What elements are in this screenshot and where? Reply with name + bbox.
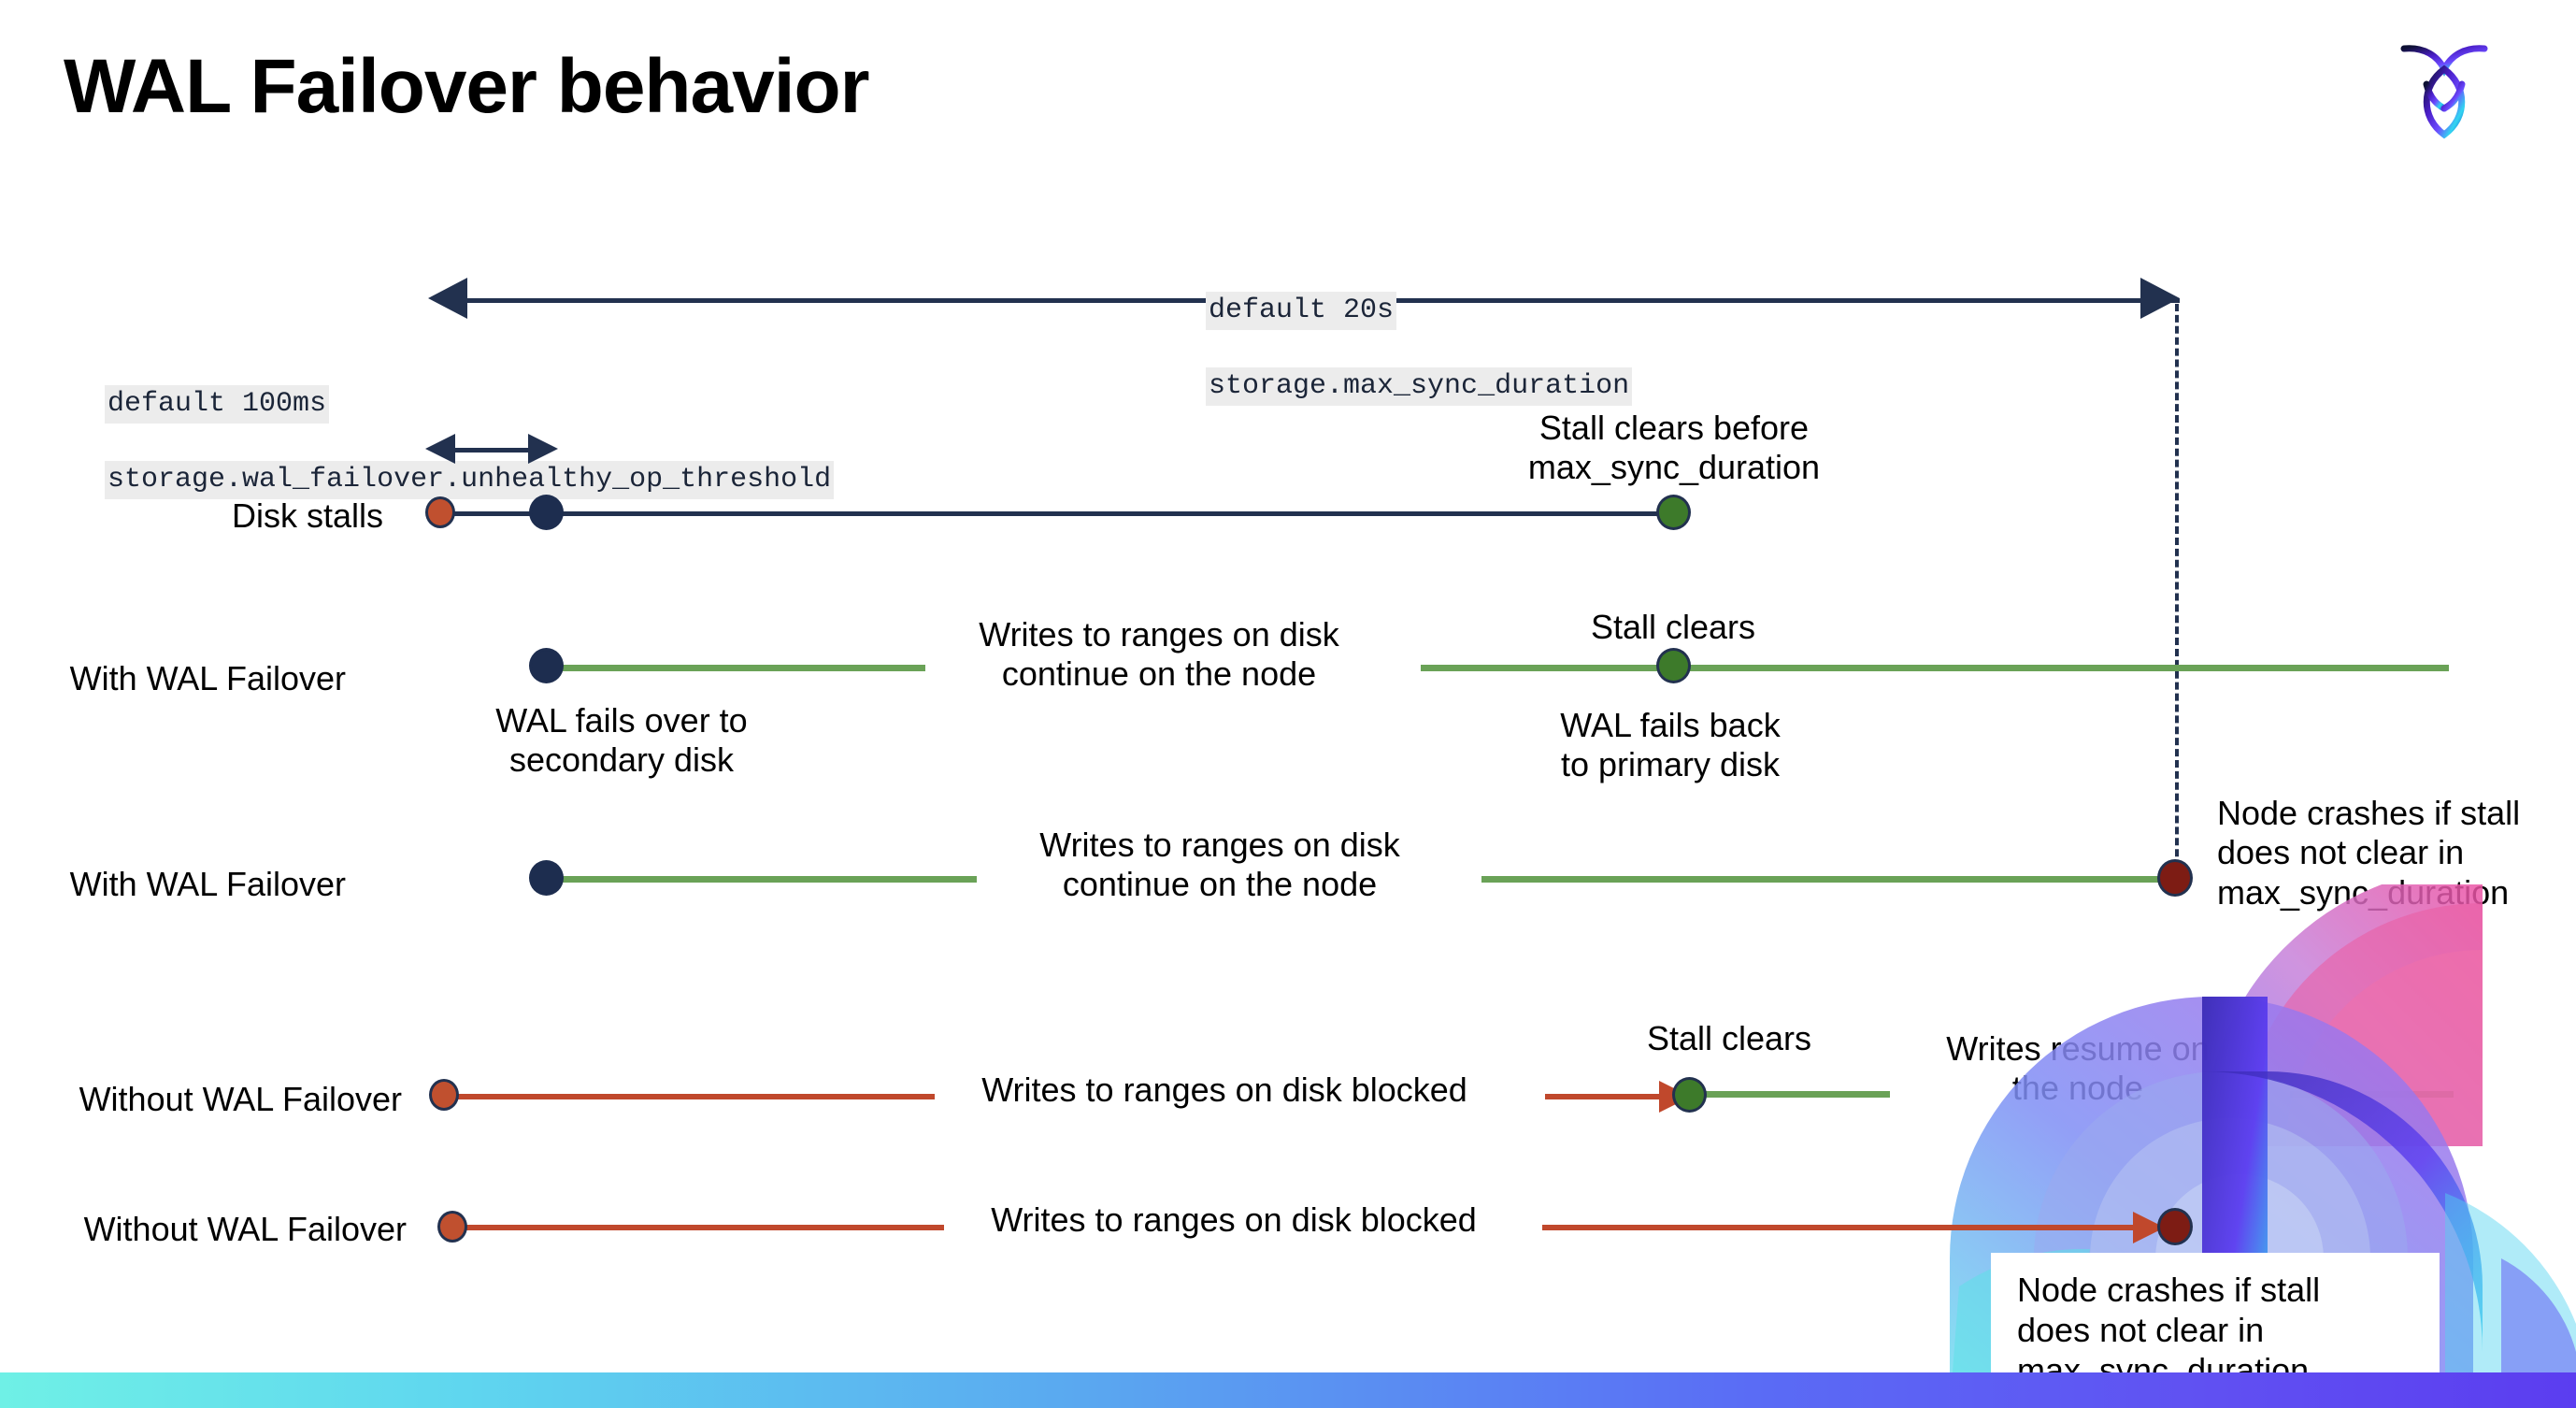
disk-stall-start-dot [425,496,455,528]
max-sync-duration-annotation: default 20s storage.max_sync_duration [1138,254,1633,443]
row-label-with-wal-failover-2: With WAL Failover [69,865,346,903]
with-failover-1-failover-dot [529,648,564,683]
disk-stall-failover-dot [529,495,564,530]
threshold-right-arrowhead [528,434,558,464]
unhealthy-op-threshold-annotation: default 100ms storage.wal_failover.unhea… [37,348,835,537]
note-wal-fails-back: WAL fails back to primary disk [1560,706,1781,784]
page-title: WAL Failover behavior [64,44,870,129]
disk-stall-clear-dot [1656,495,1691,530]
with-failover-2-segment-b [1481,876,2173,883]
note-stall-clears-before-max-sync: Stall clears before max_sync_duration [1527,409,1821,487]
bottom-gradient-bar [0,1372,2576,1408]
threshold-left-arrowhead [425,434,455,464]
note-writes-blocked-2: Writes to ranges on disk blocked [991,1200,1477,1239]
with-failover-2-failover-dot [529,860,564,896]
note-stall-clears-1: Stall clears [1590,608,1756,646]
note-stall-clears-2: Stall clears [1646,1019,1812,1057]
without-failover-2-blocked-line-a [458,1225,944,1230]
row-label-with-wal-failover-1: With WAL Failover [69,659,346,697]
unhealthy-default-label: default 100ms [105,384,330,424]
without-failover-1-resume-line [1703,1091,1890,1098]
row-label-without-wal-failover-2: Without WAL Failover [83,1210,407,1248]
without-failover-2-blocked-line-b [1542,1225,2140,1230]
max-sync-dropline [2175,304,2179,879]
unhealthy-setting-label: storage.wal_failover.unhealthy_op_thresh… [105,460,835,500]
cockroachdb-logo-icon [2393,28,2496,140]
with-failover-2-segment-a [547,876,977,883]
disk-stalls-line [439,511,1682,516]
note-writes-blocked-1: Writes to ranges on disk blocked [981,1070,1467,1109]
row-label-disk-stalls: Disk stalls [231,496,383,535]
with-failover-1-segment-a [547,665,925,671]
max-sync-left-arrowhead [428,278,467,319]
without-failover-2-start-dot [437,1211,467,1243]
with-failover-2-crash-dot [2157,859,2193,897]
without-failover-1-blocked-line-b [1545,1094,1667,1099]
without-failover-1-start-dot [429,1079,459,1111]
with-failover-1-clear-dot [1656,648,1691,683]
note-wal-fails-over: WAL fails over to secondary disk [495,701,748,780]
max-sync-right-arrowhead [2140,278,2180,319]
threshold-span-line [453,448,528,453]
without-failover-1-blocked-line-a [449,1094,935,1099]
row-label-without-wal-failover-1: Without WAL Failover [79,1080,402,1118]
with-failover-1-segment-b [1421,665,2449,671]
without-failover-1-clear-dot [1672,1077,1707,1113]
max-sync-setting-label: storage.max_sync_duration [1206,366,1633,407]
note-writes-continue-1: Writes to ranges on disk continue on the… [979,615,1339,694]
note-writes-continue-2: Writes to ranges on disk continue on the… [1039,826,1400,904]
without-failover-2-crash-dot [2157,1208,2193,1245]
max-sync-default-label: default 20s [1206,291,1397,331]
